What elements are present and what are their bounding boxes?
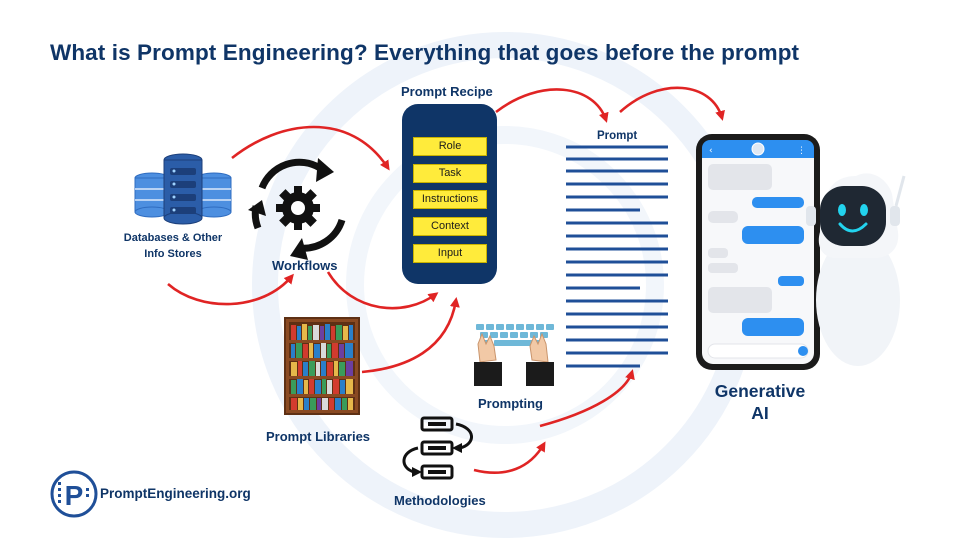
prompt-recipe-label: Prompt Recipe [401,84,493,99]
arrow-databases-to-workflows [167,273,294,306]
arrow-databases-to-recipe [231,125,390,171]
databases-label: Databases & Other Info Stores [123,232,223,260]
svg-text:P: P [65,480,84,511]
generative-ai-label: Generative AI [714,381,806,423]
brand-name[interactable]: PromptEngineering.org [100,486,251,501]
svg-text:‹: ‹ [709,146,713,156]
arrow-recipe-to-prompt [495,88,609,123]
prompt-label: Prompt [597,130,638,142]
recipe-item-role: Role [413,137,487,156]
arrow-prompting-to-prompt [539,369,635,428]
recipe-item-context: Context [413,217,487,236]
recipe-item-input: Input [413,244,487,263]
arrow-libraries-to-recipe [361,297,460,374]
methodologies-label: Methodologies [394,493,486,508]
svg-text:⋮: ⋮ [797,146,806,156]
prompt-libraries-label: Prompt Libraries [266,429,371,444]
arrow-methodologies-to-prompting [473,441,546,474]
recipe-item-instructions: Instructions [413,190,487,209]
arrow-workflows-to-recipe [326,271,439,310]
prompting-label: Prompting [478,396,543,411]
recipe-item-task: Task [413,164,487,183]
arrow-prompt-to-ai [619,86,725,121]
page-title: What is Prompt Engineering? Everything t… [50,40,800,65]
workflows-label: Workflows [272,258,338,273]
